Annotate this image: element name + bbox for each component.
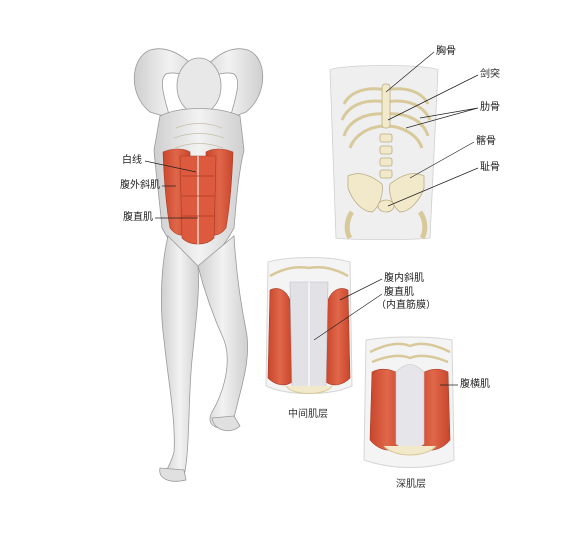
deep-layer bbox=[363, 336, 455, 468]
middle-layer bbox=[265, 257, 353, 394]
figure-abdominals bbox=[162, 148, 234, 245]
male-figure bbox=[133, 48, 264, 482]
label-linea-alba: 白线 bbox=[122, 155, 142, 166]
leader-lines-middle bbox=[313, 278, 383, 341]
label-sternum: 胸骨 bbox=[436, 46, 456, 57]
label-internal-oblique: 腹内斜肌 bbox=[384, 273, 424, 284]
leader-lines-left bbox=[144, 160, 198, 219]
label-rectus-sheath: （内直筋膜） bbox=[376, 300, 436, 311]
label-rectus-abdominis-left: 腹直肌 bbox=[123, 212, 153, 223]
label-pubis: 耻骨 bbox=[480, 162, 500, 173]
label-ilium: 髂骨 bbox=[476, 136, 496, 147]
label-ribs: 肋骨 bbox=[480, 102, 500, 113]
label-external-oblique: 腹外斜肌 bbox=[120, 180, 160, 191]
label-rectus-abdominis-middle: 腹直肌 bbox=[384, 287, 414, 298]
leader-lines-skeleton bbox=[385, 51, 479, 207]
skeleton-torso bbox=[329, 65, 439, 240]
label-transversus: 腹横肌 bbox=[460, 379, 490, 390]
caption-middle-layer: 中间肌层 bbox=[288, 409, 328, 420]
caption-deep-layer: 深肌层 bbox=[396, 479, 426, 490]
label-xiphoid: 剑突 bbox=[480, 69, 500, 80]
